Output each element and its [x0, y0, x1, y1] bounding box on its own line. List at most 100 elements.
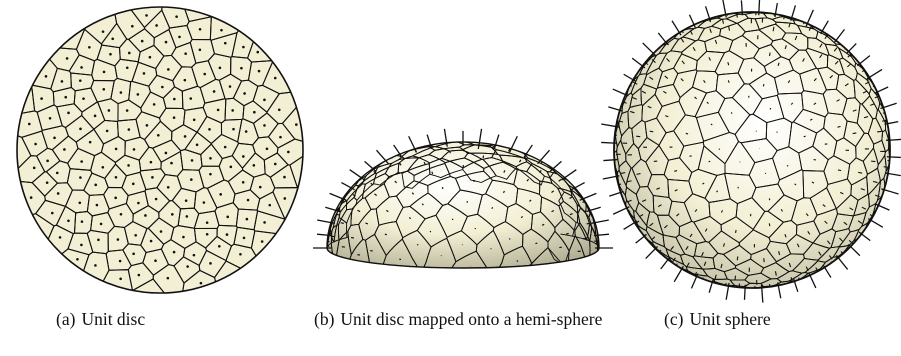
site-point	[114, 197, 117, 200]
site-point	[138, 274, 141, 277]
site-point	[109, 53, 112, 56]
normal-vector	[686, 133, 688, 134]
normal-vector	[422, 143, 423, 146]
site-point	[133, 148, 136, 151]
site-point	[200, 282, 203, 285]
site-point	[283, 197, 286, 200]
normal-vector	[711, 124, 712, 125]
site-point	[80, 160, 83, 163]
normal-vector	[887, 157, 901, 158]
site-point	[258, 70, 261, 73]
caption-label: (a)	[56, 309, 75, 329]
site-point	[111, 38, 114, 41]
site-point	[137, 202, 140, 205]
site-point	[88, 46, 91, 49]
site-point	[239, 253, 242, 256]
site-point	[79, 128, 82, 131]
caption-text: Unit disc	[81, 309, 145, 329]
site-point	[143, 72, 146, 75]
normal-vector	[853, 133, 857, 134]
site-point	[186, 265, 189, 268]
site-point	[209, 262, 212, 265]
voronoi-unit-sphere	[600, 0, 901, 300]
site-point	[206, 221, 209, 224]
site-point	[79, 176, 82, 179]
site-point	[253, 111, 256, 114]
site-point	[178, 36, 181, 39]
normal-vector	[846, 44, 856, 54]
site-point	[63, 148, 66, 151]
site-point	[131, 25, 134, 28]
site-point	[167, 68, 170, 71]
site-point	[79, 79, 82, 82]
site-point	[209, 173, 212, 176]
site-point	[134, 234, 137, 237]
panel-unit-disc: (a) Unit disc	[0, 0, 320, 356]
site-point	[66, 57, 69, 60]
normal-vector	[884, 167, 889, 168]
site-point	[196, 143, 199, 146]
site-point	[154, 259, 157, 262]
normal-vector	[350, 170, 365, 180]
normal-vector	[859, 232, 870, 241]
site-point	[266, 148, 269, 151]
panel-unit-sphere: (c)Unit sphere	[600, 0, 901, 356]
normal-vector	[643, 43, 656, 56]
site-point	[119, 260, 122, 263]
site-point	[150, 240, 153, 243]
site-point	[217, 109, 220, 112]
site-point	[59, 236, 62, 239]
site-point	[243, 237, 246, 240]
site-point	[167, 186, 170, 189]
normal-vector	[432, 172, 433, 174]
normal-vector	[745, 285, 746, 300]
site-point	[283, 176, 286, 179]
site-point	[53, 137, 56, 140]
site-point	[94, 264, 97, 267]
normal-vector	[587, 223, 590, 224]
normal-vector	[838, 170, 841, 171]
site-point	[184, 79, 187, 82]
normal-vector	[735, 276, 736, 281]
site-point	[61, 80, 64, 83]
site-point	[144, 214, 147, 217]
normal-vector	[787, 166, 788, 167]
site-point	[149, 56, 152, 59]
site-point	[161, 86, 164, 89]
caption-label: (c)	[664, 309, 683, 329]
site-point	[57, 192, 60, 195]
normal-vector	[731, 112, 732, 113]
normal-vector	[483, 155, 484, 158]
site-point	[263, 124, 266, 127]
normal-vector	[728, 80, 729, 82]
normal-vector	[769, 53, 770, 56]
site-point	[49, 117, 52, 120]
site-point	[206, 233, 209, 236]
site-point	[209, 157, 212, 160]
normal-vector	[422, 204, 423, 206]
site-point	[102, 166, 105, 169]
normal-vector	[624, 221, 638, 229]
site-point	[82, 97, 85, 100]
normal-vector	[867, 69, 882, 78]
site-point	[278, 108, 281, 111]
disc-background	[17, 7, 303, 293]
site-point	[102, 88, 105, 91]
normal-vector	[868, 219, 883, 228]
site-point	[193, 254, 196, 257]
normal-vector	[769, 198, 770, 200]
site-point	[253, 164, 256, 167]
site-point	[243, 92, 246, 95]
site-point	[115, 148, 118, 151]
site-point	[45, 75, 48, 78]
site-point	[203, 73, 206, 76]
site-point	[137, 93, 140, 96]
site-point	[100, 223, 103, 226]
site-point	[33, 167, 36, 170]
site-point	[108, 109, 111, 112]
site-point	[219, 193, 222, 196]
site-point	[155, 24, 158, 27]
site-point	[102, 30, 105, 33]
site-point	[203, 201, 206, 204]
site-point	[240, 67, 243, 70]
